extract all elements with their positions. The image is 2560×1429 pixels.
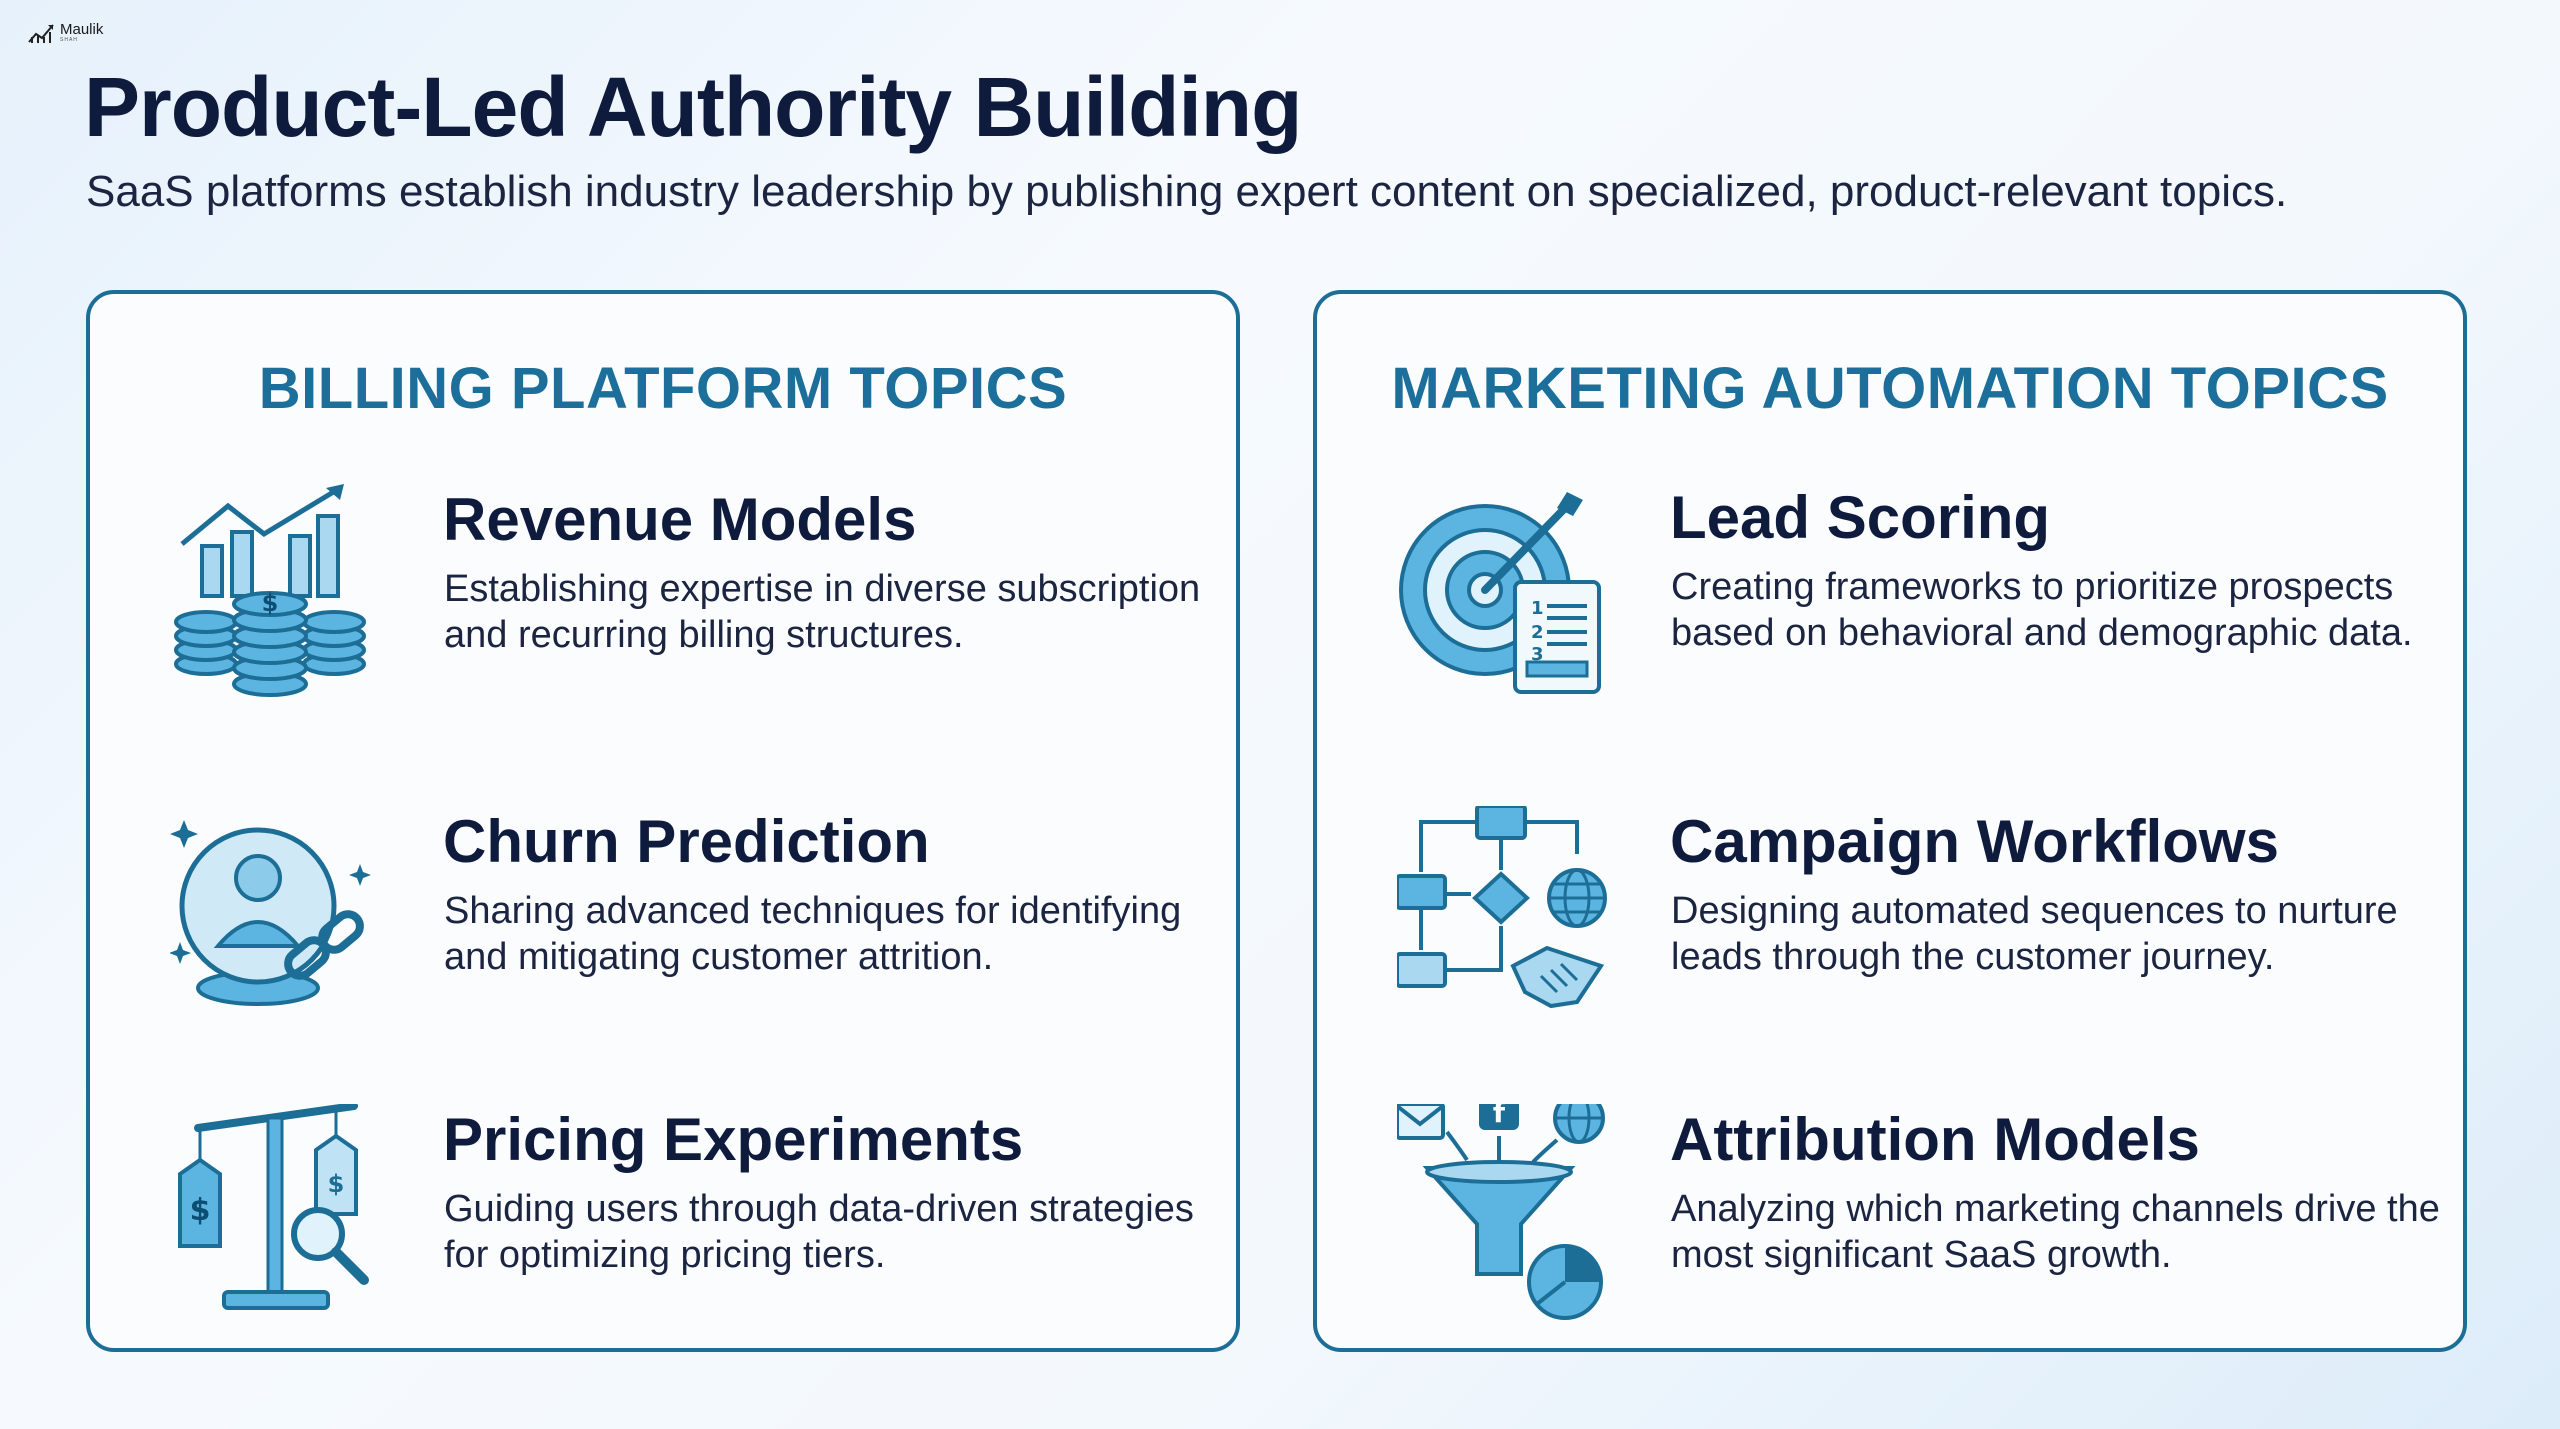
- churn-prediction-title: Churn Prediction: [443, 808, 930, 875]
- topic-campaign-workflows: Campaign Workflows Designing automated s…: [1317, 804, 2463, 1046]
- campaign-workflows-title: Campaign Workflows: [1670, 808, 2279, 875]
- checklist-number-1: 1: [1531, 598, 1544, 619]
- logo-subtext: SHAH: [60, 37, 78, 43]
- topic-revenue-models: $ Revenue Models Establishing expertise …: [90, 484, 1236, 724]
- checklist-number-3: 3: [1531, 644, 1544, 665]
- attribution-models-desc: Analyzing which marketing channels drive…: [1671, 1188, 2440, 1276]
- topic-lead-scoring: 1 2 3 Lead Scoring Creating frameworks t…: [1317, 482, 2463, 722]
- topic-pricing-experiments: $ $ Pricing Experiments Guiding users th…: [90, 1102, 1236, 1344]
- marketing-topics-panel: MARKETING AUTOMATION TOPICS 1 2 3: [1313, 290, 2467, 1352]
- page-subtitle: SaaS platforms establish industry leader…: [86, 167, 2288, 216]
- social-f-glyph: f: [1493, 1104, 1506, 1129]
- checklist-number-2: 2: [1531, 622, 1544, 643]
- billing-panel-heading: BILLING PLATFORM TOPICS: [258, 356, 1068, 421]
- revenue-coins-chart-icon: $: [170, 484, 380, 704]
- revenue-models-desc: Establishing expertise in diverse subscr…: [444, 568, 1201, 656]
- topic-attribution-models: f Attribution Models Analyzing which mar…: [1317, 1090, 2463, 1344]
- brand-logo: Maulik SHAH: [28, 22, 103, 44]
- churn-prediction-desc: Sharing advanced techniques for identify…: [444, 890, 1182, 978]
- svg-text:$: $: [328, 1170, 345, 1198]
- pricing-experiments-title: Pricing Experiments: [443, 1106, 1024, 1173]
- lead-scoring-desc: Creating frameworks to prioritize prospe…: [1671, 566, 2413, 654]
- billing-topics-panel: BILLING PLATFORM TOPICS $ Rev: [86, 290, 1240, 1352]
- topic-churn-prediction: Churn Prediction Sharing advanced techni…: [90, 806, 1236, 1046]
- attribution-models-title: Attribution Models: [1670, 1106, 2200, 1173]
- crystal-ball-broken-link-icon: [169, 806, 380, 1026]
- marketing-panel-heading: MARKETING AUTOMATION TOPICS: [1391, 356, 2389, 421]
- logo-chart-icon: [28, 24, 54, 43]
- target-checklist-icon: 1 2 3: [1397, 482, 1607, 702]
- lead-scoring-title: Lead Scoring: [1670, 484, 2051, 551]
- logo-name: Maulik: [60, 21, 104, 38]
- svg-text:$: $: [190, 1193, 211, 1228]
- svg-text:$: $: [262, 589, 279, 617]
- page-title: Product-Led Authority Building: [84, 60, 1302, 154]
- funnel-channels-icon: f: [1395, 1090, 1607, 1324]
- scale-price-tags-icon: $ $: [170, 1102, 380, 1324]
- campaign-workflows-desc: Designing automated sequences to nurture…: [1671, 890, 2398, 978]
- workflow-handshake-icon: [1395, 804, 1607, 1026]
- pricing-experiments-desc: Guiding users through data-driven strate…: [444, 1188, 1194, 1276]
- revenue-models-title: Revenue Models: [443, 486, 917, 553]
